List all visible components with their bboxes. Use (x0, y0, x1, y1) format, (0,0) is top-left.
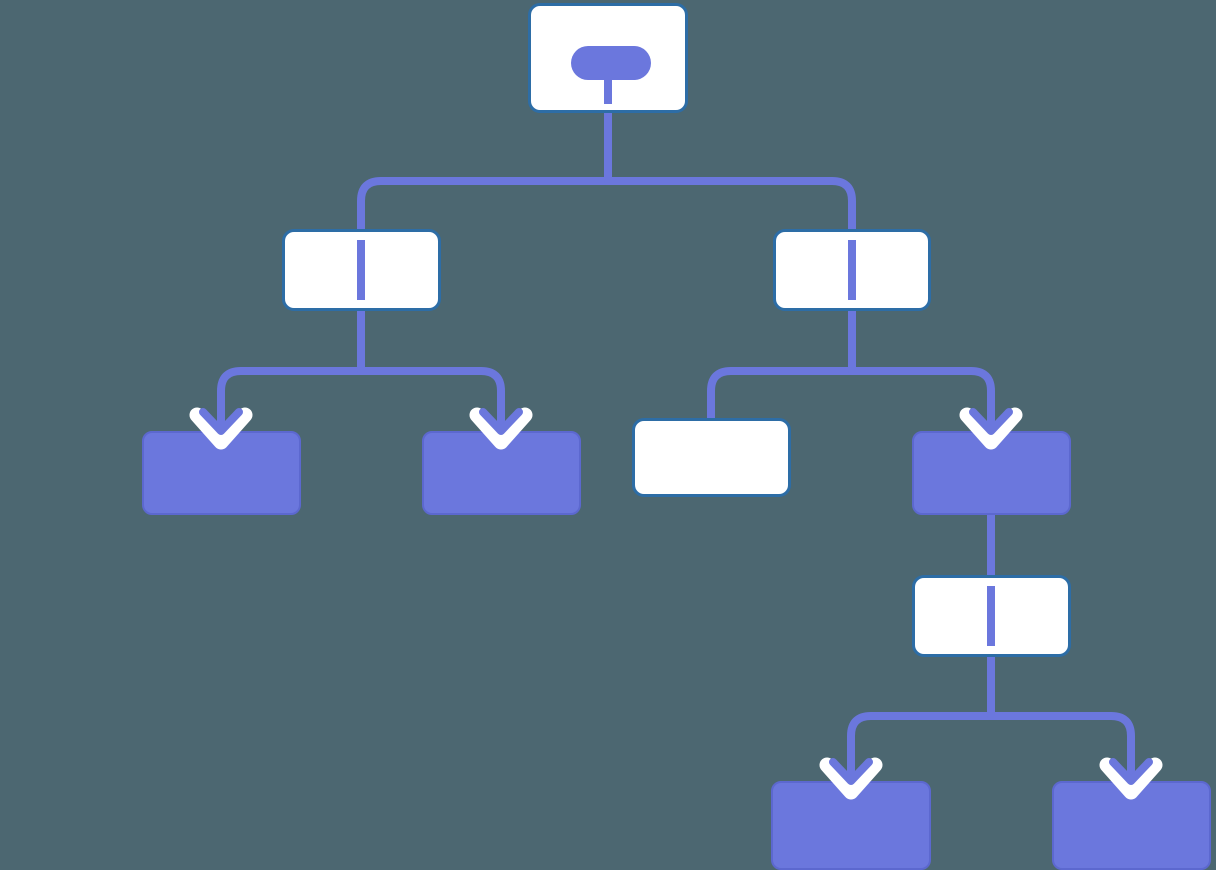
node-l5b[interactable] (1052, 781, 1211, 870)
node-root[interactable] (528, 3, 688, 113)
edge-l2b-to-l3c (707, 311, 856, 418)
edge-root-to-l2b (604, 113, 856, 229)
node-l3c[interactable] (632, 418, 791, 497)
node-l3b[interactable] (422, 431, 581, 515)
edge-l4a-to-l5a (847, 657, 995, 781)
edge-l2a-to-l3b (357, 311, 505, 431)
node-l2b[interactable] (773, 229, 931, 311)
edge-l2b-to-l3d (848, 311, 995, 431)
node-l4a[interactable] (912, 575, 1071, 657)
node-l3a[interactable] (142, 431, 301, 515)
node-l5a[interactable] (771, 781, 931, 870)
edge-l2a-to-l3a (217, 311, 365, 431)
edge-root-to-l2a (357, 113, 612, 229)
edge-l4a-to-l5b (987, 657, 1135, 781)
node-l3d[interactable] (912, 431, 1071, 515)
root-pill-shape (571, 46, 651, 80)
node-l2a[interactable] (282, 229, 441, 311)
